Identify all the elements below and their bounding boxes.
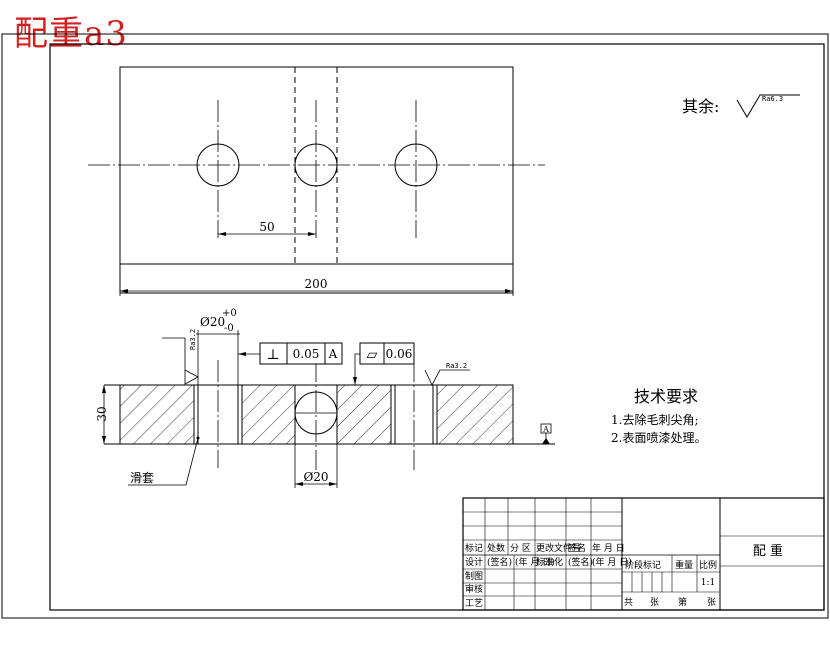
- tb-design-6: (年 月 日): [592, 556, 632, 568]
- outer-border: [1, 33, 829, 619]
- inner-border: [49, 43, 825, 611]
- roughness-other-label: 其余:: [682, 97, 719, 116]
- tb-stage: 阶段标记: [625, 559, 661, 571]
- roughness-other: 其余: Ra6.3: [682, 94, 800, 118]
- gdt-datum: A: [328, 347, 338, 361]
- tb-sheets-total: 共: [624, 597, 633, 608]
- tb-header-6: 年 月 日: [592, 542, 625, 554]
- gdt-flatness-value: 0.06: [386, 347, 413, 361]
- dim-spacing: 50: [259, 220, 274, 234]
- gdt-perpendicularity-value: 0.05: [293, 347, 320, 361]
- dim-bore-tol-upper: +0: [222, 308, 237, 319]
- datum-marker: A: [542, 425, 549, 434]
- tech-item-2: 2.表面喷漆处理。: [611, 431, 706, 445]
- top-view: 50 200: [88, 66, 545, 296]
- tb-scale: 比例: [699, 559, 717, 571]
- dim-bore-tol-lower: -0: [224, 323, 234, 334]
- title-block: [462, 497, 825, 611]
- tech-title: 技术要求: [634, 387, 698, 406]
- gdt-perpendicularity-symbol: ⊥: [266, 347, 279, 363]
- tb-design-1: 设计: [465, 556, 483, 568]
- tb-design-3: (年 月 日): [515, 556, 555, 568]
- part-label: 滑套: [130, 471, 154, 485]
- gdt-flatness-symbol: ▱: [367, 347, 378, 363]
- tb-part-name: 配 重: [753, 543, 783, 559]
- roughness-left: Ra3.2: [189, 329, 197, 350]
- tb-design-2: (签名): [487, 556, 512, 568]
- tb-weight: 重量: [675, 559, 693, 571]
- tb-sheet-unit2: 张: [707, 597, 716, 608]
- tb-process: 工艺: [465, 598, 483, 609]
- tb-sheets-unit: 张: [650, 597, 659, 608]
- tb-header-3: 分 区: [510, 543, 531, 554]
- tb-header-4: 更改文件号: [536, 542, 581, 554]
- title-block-text: 配 重 标记 处数 分 区 更改文件号 签名 年 月 日 设计 (签名) (年 …: [465, 542, 783, 609]
- tb-scale-value: 1:1: [701, 578, 715, 588]
- tb-draw: 制图: [465, 570, 483, 582]
- tech-item-1: 1.去除毛刺尖角;: [611, 412, 699, 427]
- tb-check: 审核: [465, 583, 483, 595]
- tb-sheet-no: 第: [678, 596, 687, 608]
- tb-design-4: 标准化: [536, 556, 563, 568]
- tb-header-1: 标记: [465, 542, 483, 554]
- tb-design-5: (签名): [568, 556, 593, 568]
- dim-length: 200: [305, 277, 328, 291]
- tb-header-5: 签名: [568, 542, 586, 554]
- roughness-right: Ra3.2: [446, 362, 467, 370]
- roughness-other-value: Ra6.3: [762, 95, 783, 103]
- section-view: 30 Ø20 Ø20 +0 -0 Ra3.2 Ra3.2 ⊥ 0.05 A ▱: [95, 308, 555, 488]
- dim-hole: Ø20: [303, 470, 328, 484]
- dim-bore: Ø20: [200, 315, 225, 329]
- top-view-outline: [119, 66, 514, 294]
- tech-requirements: 技术要求 1.去除毛刺尖角; 2.表面喷漆处理。: [611, 387, 706, 445]
- dim-thickness: 30: [95, 406, 109, 421]
- tb-header-2: 处数: [487, 542, 505, 554]
